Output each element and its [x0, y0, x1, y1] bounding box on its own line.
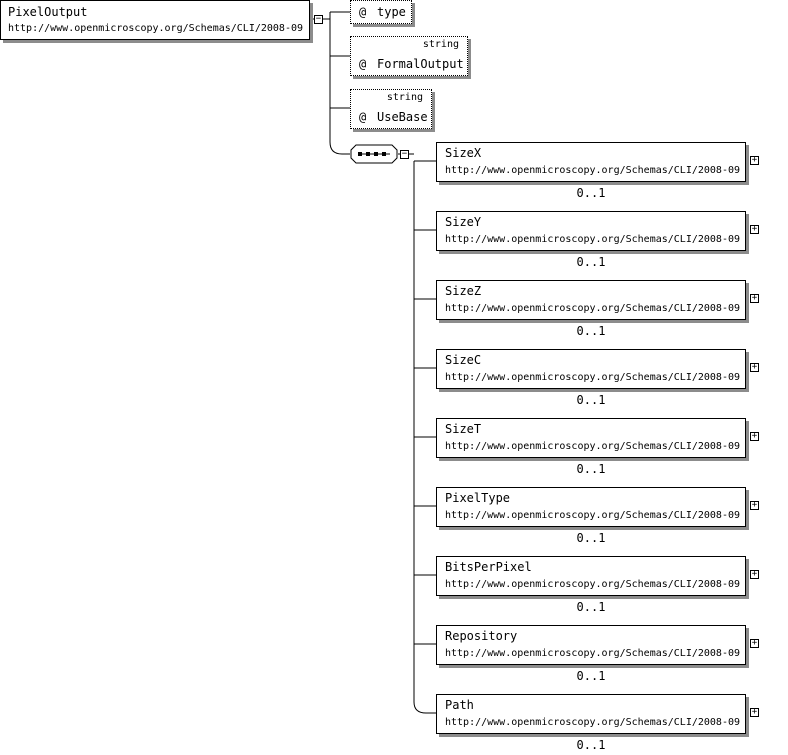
child-element-namespace: http://www.openmicroscopy.org/Schemas/CL… — [445, 372, 741, 383]
child-element-namespace: http://www.openmicroscopy.org/Schemas/CL… — [445, 303, 741, 314]
child-element-box[interactable]: PixelType http://www.openmicroscopy.org/S… — [436, 487, 746, 527]
child-cardinality: 0..1 — [576, 462, 606, 476]
child-element-box[interactable]: Repository http://www.openmicroscopy.org/… — [436, 625, 746, 665]
child-cardinality: 0..1 — [576, 186, 606, 200]
expand-toggle-child[interactable]: + — [750, 224, 759, 234]
attribute-symbol: @ — [359, 110, 367, 124]
attribute-symbol: @ — [359, 57, 367, 71]
collapse-toggle-sequence[interactable]: − — [400, 149, 409, 159]
expand-toggle-child[interactable]: + — [750, 293, 759, 303]
child-element-name: Path — [445, 698, 474, 712]
expand-toggle-child[interactable]: + — [750, 431, 759, 441]
expand-toggle-child[interactable]: + — [750, 362, 759, 372]
child-cardinality: 0..1 — [576, 324, 606, 338]
root-element-name: PixelOutput — [8, 5, 88, 19]
child-cardinality: 0..1 — [576, 255, 606, 269]
attribute-name: UseBase — [377, 110, 428, 124]
child-element-namespace: http://www.openmicroscopy.org/Schemas/CL… — [445, 579, 741, 590]
child-element-namespace: http://www.openmicroscopy.org/Schemas/CL… — [445, 234, 741, 245]
child-element-namespace: http://www.openmicroscopy.org/Schemas/CL… — [445, 441, 741, 452]
sequence-compositor-icon[interactable] — [350, 144, 398, 164]
child-element-box[interactable]: Path http://www.openmicroscopy.org/Schema… — [436, 694, 746, 734]
child-element-name: SizeT — [445, 422, 482, 436]
child-cardinality: 0..1 — [576, 531, 606, 545]
child-element-box[interactable]: SizeT http://www.openmicroscopy.org/Schem… — [436, 418, 746, 458]
expand-toggle-child[interactable]: + — [750, 569, 759, 579]
child-cardinality: 0..1 — [576, 393, 606, 407]
root-element-box[interactable]: PixelOutput http://www.openmicroscopy.or… — [0, 0, 310, 40]
attribute-symbol: @ — [359, 5, 367, 19]
attribute-formaloutput[interactable]: string @ FormalOutput — [350, 36, 468, 76]
child-element-name: SizeC — [445, 353, 482, 367]
attribute-type[interactable]: @ type — [350, 0, 412, 24]
expand-toggle-child[interactable]: + — [750, 500, 759, 510]
attribute-name: type — [377, 5, 406, 19]
child-element-box[interactable]: SizeY http://www.openmicroscopy.org/Schem… — [436, 211, 746, 251]
expand-toggle-child[interactable]: + — [750, 638, 759, 648]
child-element-namespace: http://www.openmicroscopy.org/Schemas/CL… — [445, 717, 741, 728]
attribute-type-label: string — [422, 39, 459, 50]
expand-toggle-child[interactable]: + — [750, 707, 759, 717]
child-element-name: PixelType — [445, 491, 511, 505]
child-element-box[interactable]: SizeZ http://www.openmicroscopy.org/Schem… — [436, 280, 746, 320]
attribute-usebase[interactable]: string @ UseBase — [350, 89, 432, 129]
collapse-toggle-root[interactable]: − — [314, 14, 323, 24]
child-element-namespace: http://www.openmicroscopy.org/Schemas/CL… — [445, 510, 741, 521]
child-element-name: BitsPerPixel — [445, 560, 532, 574]
child-cardinality: 0..1 — [576, 600, 606, 614]
child-cardinality: 0..1 — [576, 669, 606, 683]
child-element-box[interactable]: SizeX http://www.openmicroscopy.org/Schem… — [436, 142, 746, 182]
child-element-namespace: http://www.openmicroscopy.org/Schemas/CL… — [445, 165, 741, 176]
child-element-name: SizeX — [445, 146, 482, 160]
child-element-name: SizeY — [445, 215, 482, 229]
attribute-name: FormalOutput — [377, 57, 464, 71]
child-element-name: Repository — [445, 629, 518, 643]
child-element-namespace: http://www.openmicroscopy.org/Schemas/CL… — [445, 648, 741, 659]
child-cardinality: 0..1 — [576, 738, 606, 752]
root-element-namespace: http://www.openmicroscopy.org/Schemas/CL… — [8, 23, 304, 34]
child-element-name: SizeZ — [445, 284, 482, 298]
expand-toggle-child[interactable]: + — [750, 155, 759, 165]
child-element-box[interactable]: SizeC http://www.openmicroscopy.org/Schem… — [436, 349, 746, 389]
child-element-box[interactable]: BitsPerPixel http://www.openmicroscopy.or… — [436, 556, 746, 596]
attribute-type-label: string — [386, 92, 423, 103]
